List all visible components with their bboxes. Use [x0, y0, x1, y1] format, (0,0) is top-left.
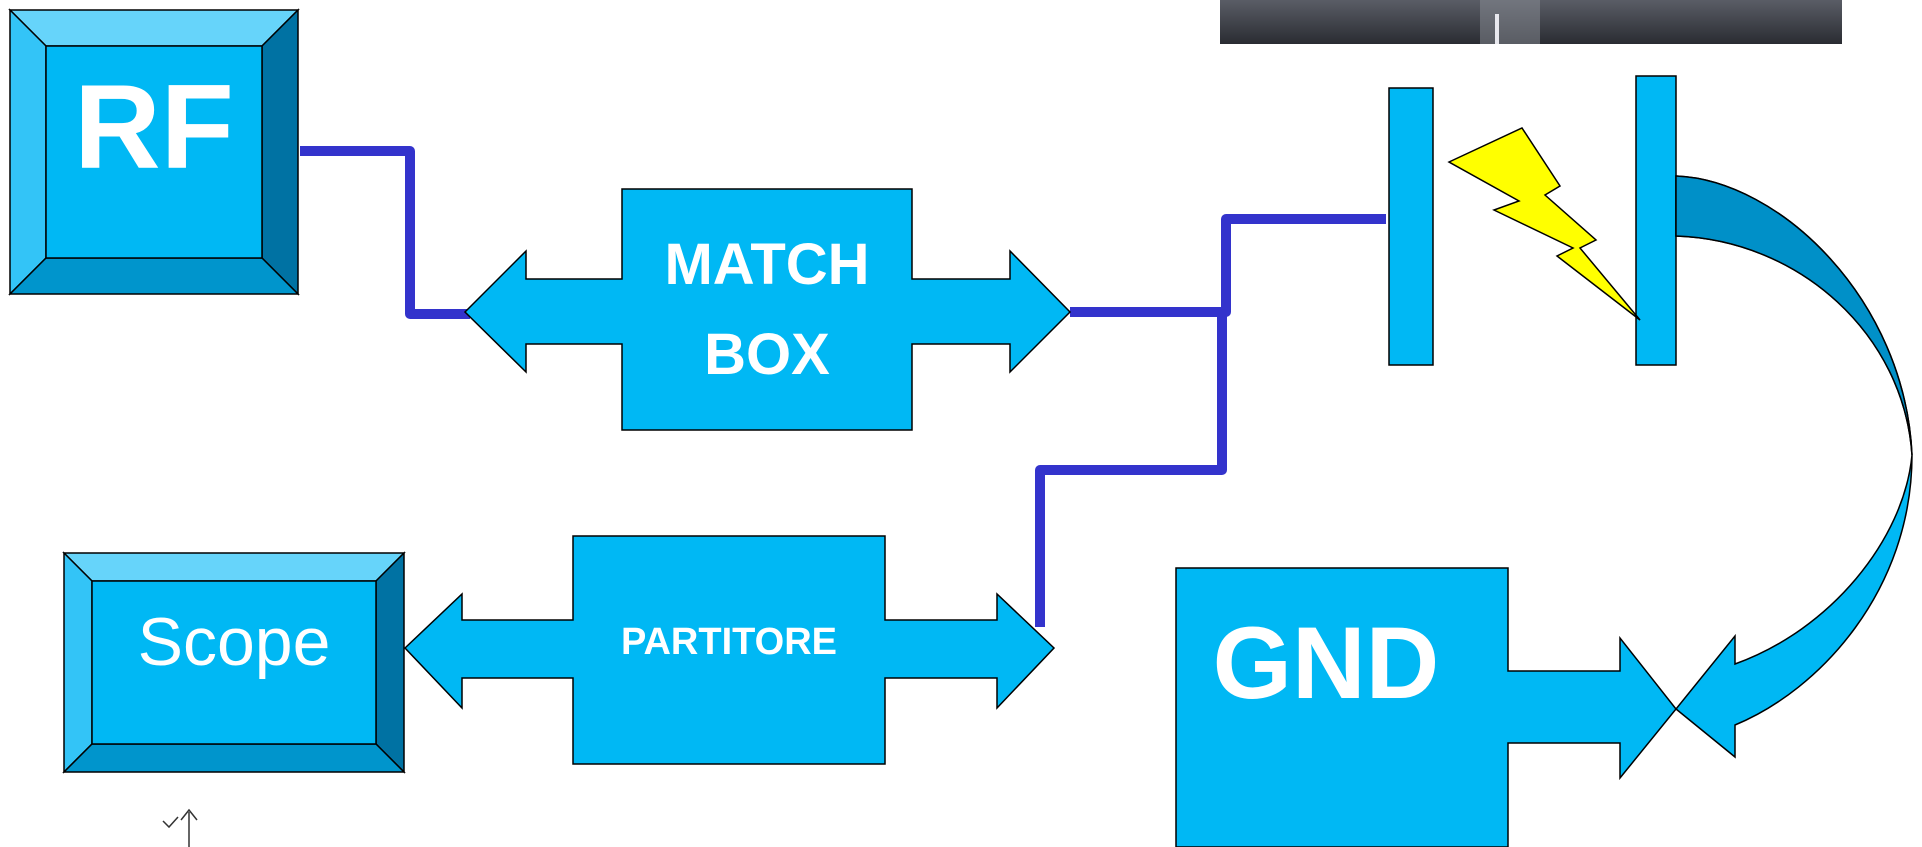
arrow-cursor-icon — [162, 808, 198, 847]
scope-block: Scope — [62, 551, 406, 774]
rf-label: RF — [74, 60, 234, 194]
wire-node-to-partitore — [1035, 312, 1227, 627]
photo-strip — [1220, 0, 1842, 44]
curved-arrow-icon — [1674, 175, 1913, 759]
wire-rf-to-matchbox — [300, 146, 470, 319]
gnd-block: GND — [1175, 567, 1677, 847]
lightning-bolt-icon — [1447, 127, 1641, 321]
wire-matchbox-to-electrode — [1070, 214, 1386, 317]
rf-block: RF — [8, 8, 300, 296]
wires — [300, 146, 1386, 627]
match-box-label-line1: MATCH — [664, 232, 869, 297]
scope-label: Scope — [138, 604, 331, 680]
partitore-arrow: PARTITORE — [403, 535, 1056, 765]
partitore-label: PARTITORE — [621, 621, 837, 663]
match-box-arrow: MATCH BOX — [463, 188, 1072, 431]
electrodes — [1388, 75, 1677, 366]
electrode-left — [1388, 87, 1434, 366]
electrode-right — [1635, 75, 1677, 366]
match-box-label-line2: BOX — [704, 322, 830, 387]
gnd-label: GND — [1213, 606, 1440, 720]
